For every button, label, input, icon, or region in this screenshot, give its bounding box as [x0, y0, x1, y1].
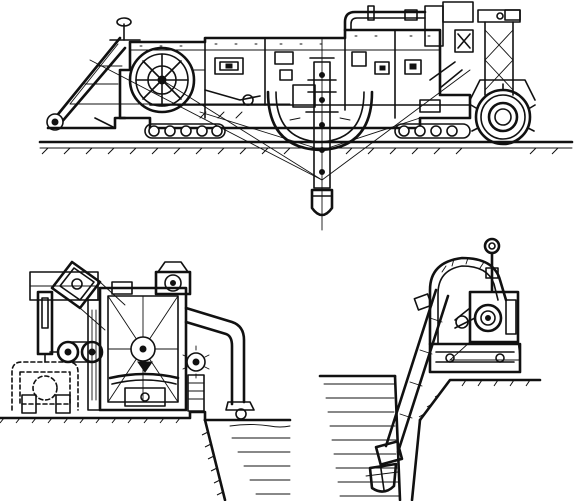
pit-water	[323, 383, 400, 497]
crawler-track-rear	[394, 123, 471, 139]
mechanical-details	[199, 61, 463, 119]
lifting-ring	[483, 237, 501, 292]
ground-and-trench	[0, 410, 292, 501]
arched-frame	[428, 256, 508, 346]
rear-wheel	[469, 79, 536, 146]
top-exhaust-pipe	[343, 1, 474, 53]
side-elevation-view	[38, 1, 574, 231]
rear-tower	[477, 9, 521, 96]
lattice-frame	[87, 286, 188, 412]
chain-sprockets	[49, 340, 104, 364]
top-pulley-housing	[111, 261, 192, 296]
machine-body	[118, 28, 472, 130]
water-surface	[229, 424, 291, 495]
bucket-chain	[108, 361, 180, 407]
digging-boom	[384, 288, 476, 454]
ground-track	[38, 140, 574, 155]
ground-and-pit	[318, 374, 542, 501]
side-section-view	[318, 237, 542, 501]
vertical-bore-shaft	[305, 37, 339, 231]
cutter-head	[365, 440, 404, 493]
support-cables	[89, 59, 471, 181]
outrigger-wheel	[11, 361, 79, 414]
front-section-view	[0, 260, 292, 501]
crawler-track-front	[144, 123, 226, 139]
base-gearwheel	[182, 345, 210, 412]
front-boom	[46, 17, 141, 131]
discharge-chute	[184, 306, 255, 420]
body-windows	[214, 51, 422, 108]
base-plate	[428, 342, 522, 374]
